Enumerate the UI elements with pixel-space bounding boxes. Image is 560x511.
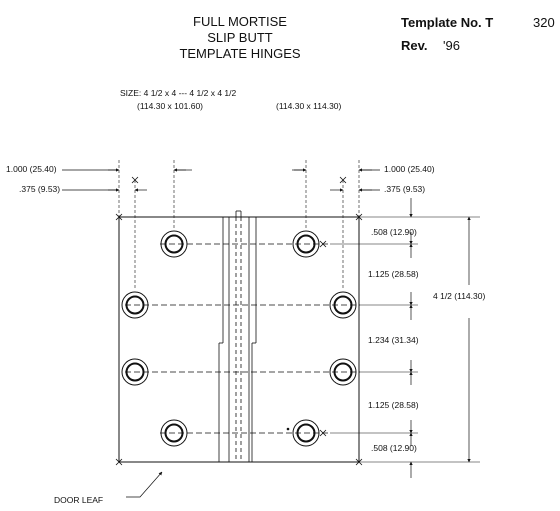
screw-hole [160, 419, 188, 447]
reference-dot [286, 427, 290, 431]
size-metric-a: (114.30 x 101.60) [137, 101, 203, 111]
extension-lines [118, 160, 360, 290]
hinge-outline [118, 216, 360, 463]
title-line-3: TEMPLATE HINGES [179, 46, 301, 61]
dim-edge-top: .508 (12.90) [371, 227, 417, 237]
dim-edge-bottom: .508 (12.90) [371, 443, 417, 453]
dim-right-second: .375 (9.53) [384, 184, 426, 194]
revision-label: Rev. [401, 38, 428, 53]
template-number: 320 [533, 15, 555, 30]
screw-hole [292, 230, 320, 258]
screw-hole [121, 291, 149, 319]
screw-holes [121, 230, 357, 447]
hole-centerlines [125, 243, 360, 434]
dim-right-top: 1.000 (25.40) [384, 164, 435, 174]
template-number-label: Template No. T [401, 15, 494, 30]
reference-marks [115, 176, 363, 466]
screw-hole [121, 358, 149, 386]
revision-value: '96 [443, 38, 460, 53]
knuckle [218, 210, 257, 462]
right-extension-lines [330, 216, 480, 463]
door-leaf-leader [126, 471, 163, 498]
door-leaf-label: DOOR LEAF [54, 495, 104, 505]
screw-hole [329, 358, 357, 386]
screw-hole [292, 419, 320, 447]
screw-hole [329, 291, 357, 319]
dim-spacing-2: 1.234 (31.34) [368, 335, 419, 345]
dim-spacing-1: 1.125 (28.58) [368, 269, 419, 279]
size-metric-b: (114.30 x 114.30) [276, 101, 342, 111]
screw-hole [160, 230, 188, 258]
dim-left-top: 1.000 (25.40) [6, 164, 57, 174]
dim-spacing-3: 1.125 (28.58) [368, 400, 419, 410]
dim-overall-height: 4 1/2 (114.30) [433, 291, 486, 301]
size-label: SIZE: 4 1/2 x 4 --- 4 1/2 x 4 1/2 [120, 88, 237, 98]
dim-left-second: .375 (9.53) [19, 184, 61, 194]
title-line-2: SLIP BUTT [207, 30, 273, 45]
title-line-1: FULL MORTISE [193, 14, 287, 29]
